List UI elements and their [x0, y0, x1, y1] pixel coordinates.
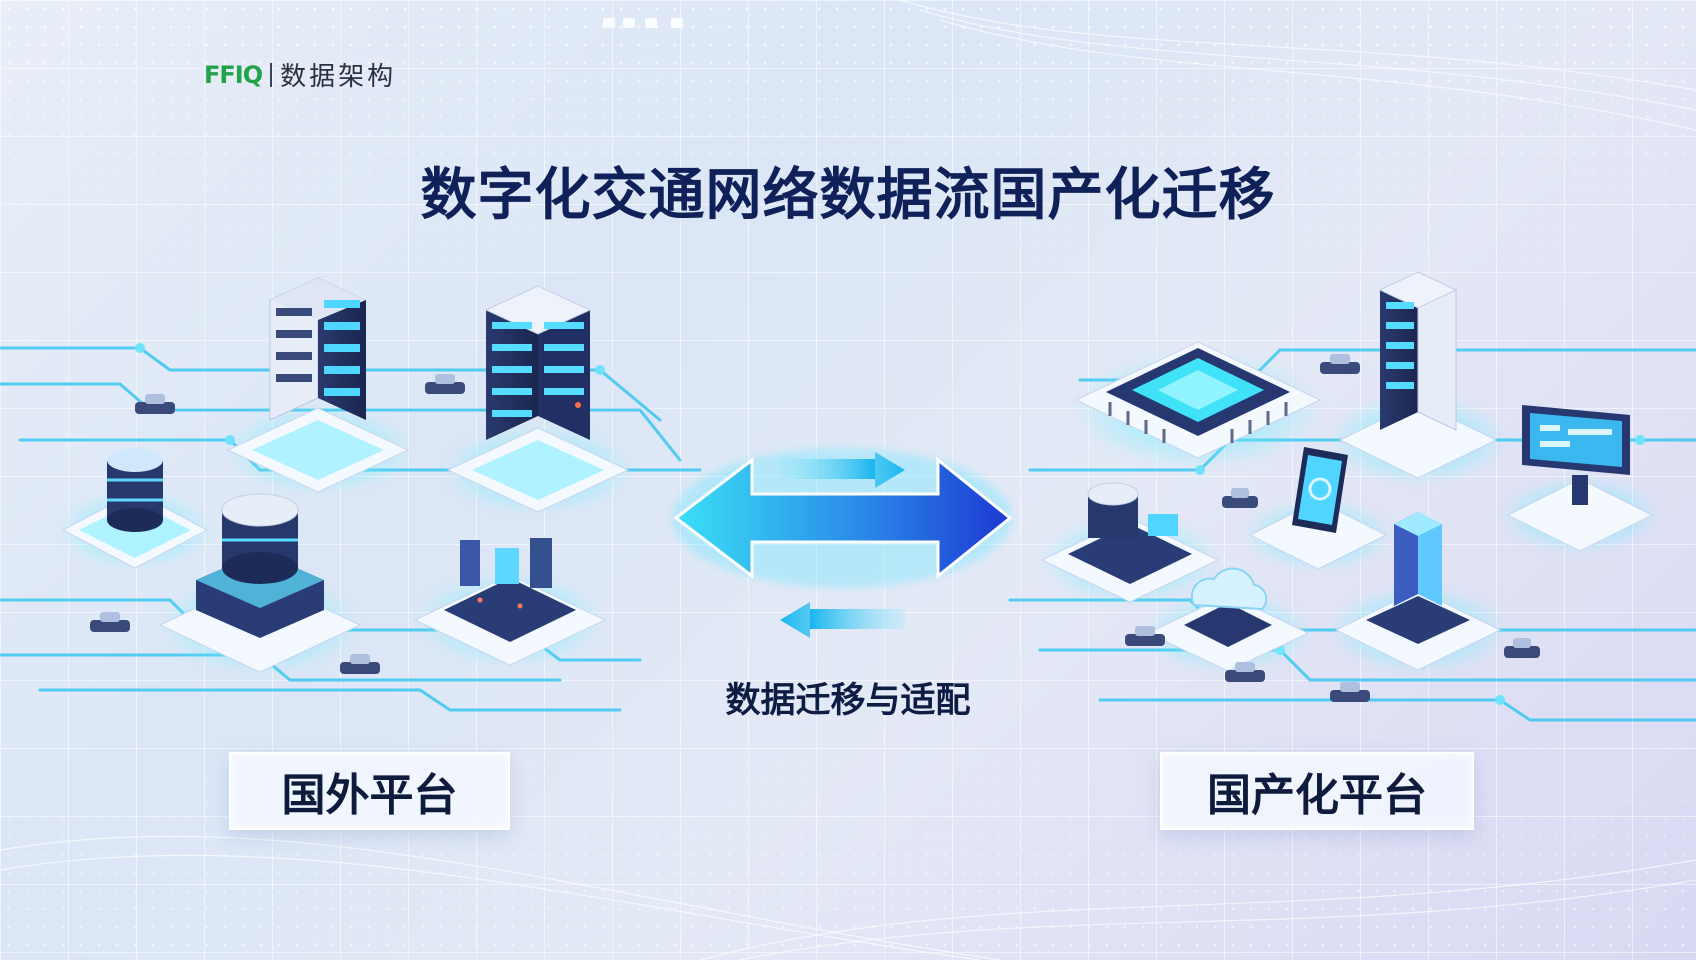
server-rack-icon: [1328, 512, 1508, 674]
platform-label-text: 国产化平台: [1207, 770, 1427, 821]
chip-icon: [413, 538, 607, 668]
decorative-dash: [671, 18, 683, 28]
decorative-dash: [603, 18, 615, 28]
domestic-platform-label: 国产化平台: [1160, 752, 1474, 830]
monitor-icon: [1500, 405, 1660, 553]
logo-divider: [270, 62, 273, 87]
car-icon: [90, 374, 465, 674]
migration-label: 数据迁移与适配: [725, 681, 971, 721]
cloud-icon: [1143, 567, 1313, 673]
page-title: 数字化交通网络数据流国产化迁移: [420, 163, 1276, 228]
decorative-dash: [623, 18, 635, 28]
server-rack-icon: [223, 277, 413, 495]
brand-logo: FFIQ 数据架构: [204, 56, 396, 93]
logo-text: 数据架构: [280, 62, 397, 92]
foreign-platform-label: 国外平台: [229, 752, 510, 830]
car-icon: [1125, 354, 1540, 702]
database-icon: [158, 493, 362, 675]
database-icon: [1040, 482, 1220, 605]
database-icon: [57, 448, 213, 570]
server-rack-icon: [443, 285, 633, 515]
platform-label-text: 国外平台: [281, 770, 458, 821]
decorative-dash: [645, 18, 657, 28]
bidirectional-arrow-icon: [672, 448, 1013, 638]
logo-mark: FFIQ: [204, 60, 263, 89]
chip-icon: [1073, 341, 1323, 470]
smartphone-icon: [1243, 447, 1393, 571]
server-rack-icon: [1328, 271, 1508, 485]
